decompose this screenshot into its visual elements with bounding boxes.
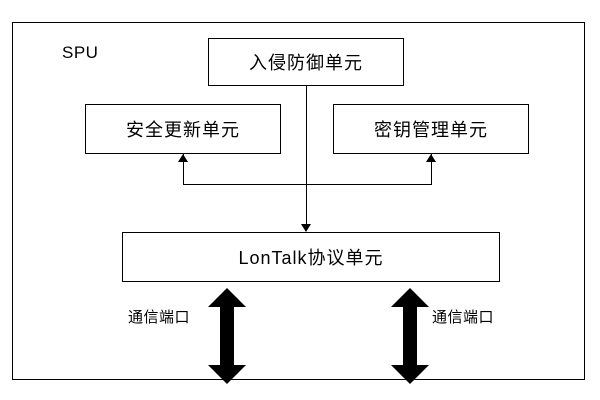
arrow-shaft-right (403, 306, 417, 366)
arrowhead-ips-to-lontalk (301, 224, 311, 232)
node-lontalk-protocol-unit-label: LonTalk协议单元 (238, 248, 384, 268)
arrowhead-down-left-icon (208, 365, 246, 384)
node-security-update-unit-label: 安全更新单元 (126, 120, 240, 140)
communication-arrow-left (208, 288, 246, 384)
connector-keymgmt-stub (431, 154, 432, 184)
communication-arrow-right (391, 288, 429, 384)
arrowhead-down-right-icon (391, 365, 429, 384)
node-intrusion-prevention-unit-label: 入侵防御单元 (249, 53, 363, 73)
node-security-update-unit[interactable]: 安全更新单元 (85, 104, 281, 154)
node-key-management-unit[interactable]: 密钥管理单元 (333, 104, 529, 154)
node-intrusion-prevention-unit[interactable]: 入侵防御单元 (208, 38, 404, 86)
connector-ips-to-lontalk (306, 86, 307, 224)
arrowhead-up-left-icon (208, 288, 246, 307)
arrow-shaft-left (220, 306, 234, 366)
port-label-right: 通信端口 (432, 309, 495, 326)
arrowhead-up-right-icon (391, 288, 429, 307)
arrowhead-to-secupdate (178, 154, 188, 162)
port-label-left: 通信端口 (128, 309, 191, 326)
node-key-management-unit-label: 密钥管理单元 (374, 120, 488, 140)
spu-label: SPU (62, 43, 99, 62)
arrowhead-to-keymgmt (426, 154, 436, 162)
connector-horizontal-bus (183, 184, 432, 185)
connector-bus-to-lontalk (306, 184, 307, 224)
connector-secupdate-stub (183, 154, 184, 184)
node-lontalk-protocol-unit[interactable]: LonTalk协议单元 (122, 232, 500, 282)
